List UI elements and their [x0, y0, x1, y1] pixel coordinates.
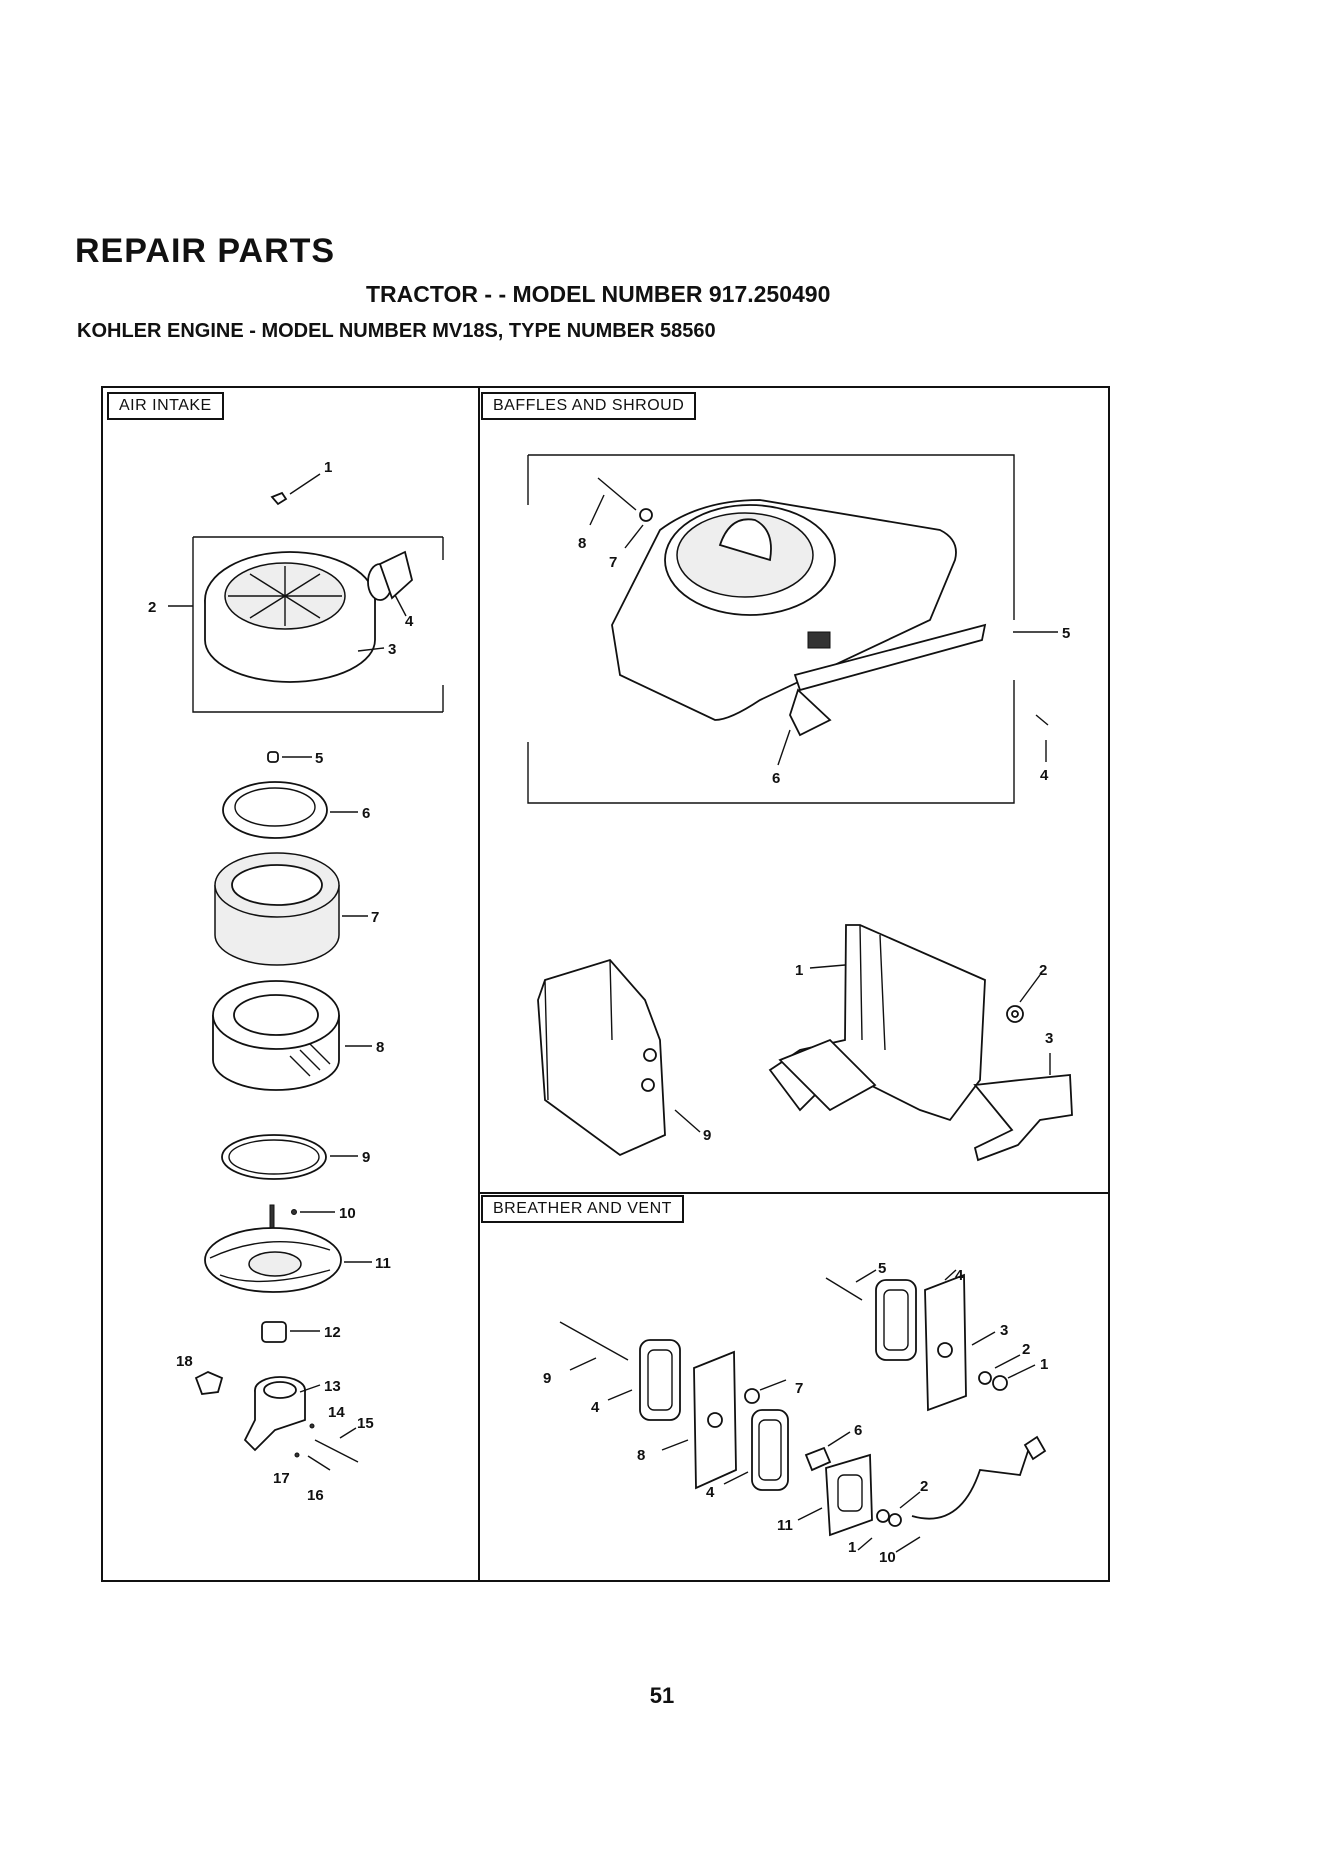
callout-label: 6 [362, 805, 370, 822]
callout-label: 8 [578, 535, 586, 552]
callout-label: 9 [362, 1149, 370, 1166]
breather-diagram: 9 4 8 4 7 6 [543, 1260, 1048, 1566]
part-screw-4: 4 [1036, 715, 1049, 784]
callout-label: 8 [637, 1447, 645, 1464]
part-screw-8: 8 7 [578, 478, 652, 571]
part-nut-2: 2 [1007, 962, 1047, 1022]
callout-label: 9 [543, 1370, 551, 1387]
callout-label: 10 [339, 1205, 356, 1222]
part-cover-4: 4 [925, 1267, 966, 1410]
callout-label: 15 [357, 1415, 374, 1432]
part-gasket-4a: 4 [591, 1340, 680, 1420]
part-cylinder-baffle: 9 [538, 960, 711, 1155]
baffles-diagram: 8 7 5 6 4 9 1 [528, 455, 1072, 1160]
callout-label: 5 [878, 1260, 886, 1277]
callout-label: 14 [328, 1404, 345, 1421]
callout-label: 9 [703, 1127, 711, 1144]
section-label-air-intake: AIR INTAKE [107, 392, 224, 420]
part-blower-housing [612, 500, 985, 735]
callout-label: 1 [795, 962, 803, 979]
part-filter-element: 8 [213, 981, 384, 1090]
callout-label: 4 [955, 1267, 964, 1284]
callout-label: 2 [1039, 962, 1047, 979]
part-wing-nut: 1 [272, 459, 332, 504]
part-washer-nut-3-2-1: 3 2 1 [972, 1322, 1048, 1390]
callout-label: 5 [1062, 625, 1070, 642]
callout-label: 1 [848, 1539, 856, 1556]
callout-label: 8 [376, 1039, 384, 1056]
part-base-plate: 10 11 [205, 1205, 391, 1292]
part-stud-11: 9 [543, 1322, 628, 1387]
part-filter-9: 7 [745, 1380, 803, 1403]
part-gasket: 12 [262, 1322, 341, 1342]
callout-label: 7 [609, 554, 617, 571]
callout-label: 3 [1045, 1030, 1053, 1047]
part-cylinder-baffle-left: 1 [770, 925, 985, 1120]
callout-label: 6 [772, 770, 780, 787]
callout-label: 13 [324, 1378, 341, 1395]
callout-label: 4 [706, 1484, 715, 1501]
part-precleaner-cover: 6 [223, 782, 370, 838]
section-label-baffles: BAFFLES AND SHROUD [481, 392, 696, 420]
part-air-cleaner-cover: 2 4 3 [148, 537, 443, 712]
callout-label: 3 [1000, 1322, 1008, 1339]
part-precleaner: 7 [215, 853, 379, 965]
callout-label: 1 [324, 459, 332, 476]
callout-label: 3 [388, 641, 396, 658]
part-vent-tube-6: 10 [879, 1437, 1045, 1566]
callout-label: 2 [1022, 1341, 1030, 1358]
callout-label: 11 [777, 1517, 793, 1534]
callout-label: 5 [315, 750, 323, 767]
callout-label: 16 [307, 1487, 324, 1504]
callout-label: 4 [591, 1399, 600, 1416]
callout-label: 1 [1040, 1356, 1048, 1373]
callout-label: 4 [1040, 767, 1049, 784]
callout-label: 4 [405, 613, 414, 630]
callout-label: 10 [879, 1549, 896, 1566]
callout-label: 18 [176, 1353, 193, 1370]
part-nut: 5 [268, 750, 323, 767]
callout-label: 2 [148, 599, 156, 616]
page-number: 51 [0, 1683, 1324, 1709]
callout-label: 7 [371, 909, 379, 926]
section-label-breather: BREATHER AND VENT [481, 1195, 684, 1223]
callout-label: 2 [920, 1478, 928, 1495]
part-breather-body-7: 11 [777, 1455, 872, 1535]
callout-label: 12 [324, 1324, 341, 1341]
callout-label: 17 [273, 1470, 290, 1487]
air-intake-diagram: 1 2 4 3 5 6 [148, 459, 443, 1504]
part-elbow-assembly: 18 13 14 15 16 17 [176, 1353, 374, 1504]
callout-label: 7 [795, 1380, 803, 1397]
part-seal: 9 [222, 1135, 370, 1179]
part-gasket-4c [876, 1280, 916, 1360]
callout-label: 11 [375, 1255, 391, 1272]
part-baffle-plate: 3 [975, 1030, 1072, 1160]
callout-label: 6 [854, 1422, 862, 1439]
